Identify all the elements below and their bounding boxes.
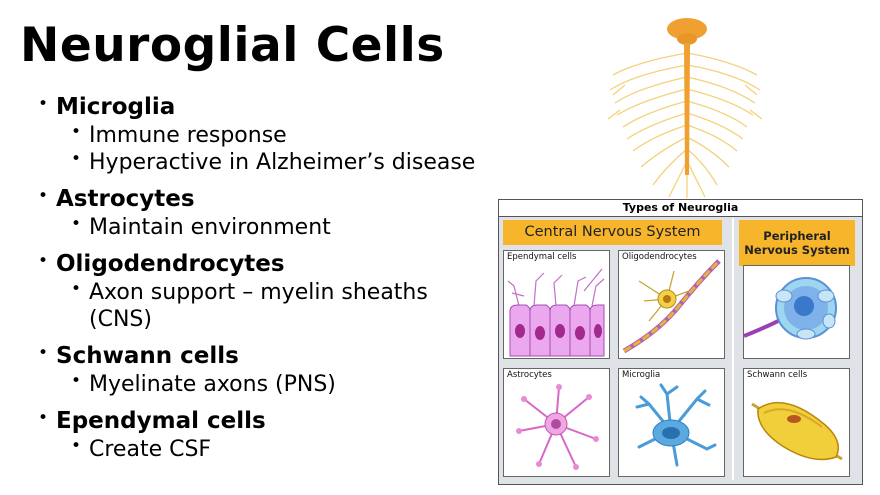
bullet-schwann-cells: Schwann cells [38,338,558,371]
pns-header: Peripheral Nervous System [739,220,855,266]
slide-title: Neuroglial Cells [20,18,445,73]
cns-header: Central Nervous System [503,220,722,245]
astrocytes-label: Astrocytes [507,370,552,380]
sub-bullet-immune-response: Immune response [38,119,558,149]
astrocytes-panel: Astrocytes [503,368,610,477]
microglia-label: Microglia [622,370,661,380]
neuroglia-figure: Types of Neuroglia Central Nervous Syste… [498,199,863,485]
spinal-cord-illustration [607,18,763,198]
sub-bullet-maintain-environment: Maintain environment [38,211,558,241]
schwann-label: Schwann cells [747,370,808,380]
bullet-list: Microglia Immune response Hyperactive in… [38,89,558,463]
ependymal-cells-panel: Ependymal cells [503,250,610,359]
bullet-microglia: Microglia [38,89,558,122]
satellite-cells-panel [743,265,850,359]
figure-title: Types of Neuroglia [499,200,862,217]
bullet-ependymal-cells: Ependymal cells [38,403,558,436]
microglia-panel: Microglia [618,368,725,477]
bullet-oligodendrocytes: Oligodendrocytes [38,246,558,279]
sub-bullet-create-csf: Create CSF [38,433,558,463]
sub-bullet-alzheimers: Hyperactive in Alzheimer’s disease [38,146,558,176]
oligodendrocytes-label: Oligodendrocytes [622,252,697,262]
column-divider [732,218,734,480]
schwann-cells-panel: Schwann cells [743,368,850,477]
sub-bullet-axon-support: Axon support – myelin sheaths (CNS) [38,276,489,333]
oligodendrocytes-panel: Oligodendrocytes [618,250,725,359]
sub-bullet-myelinate-axons: Myelinate axons (PNS) [38,368,558,398]
bullet-astrocytes: Astrocytes [38,181,558,214]
ependymal-label: Ependymal cells [507,252,577,262]
